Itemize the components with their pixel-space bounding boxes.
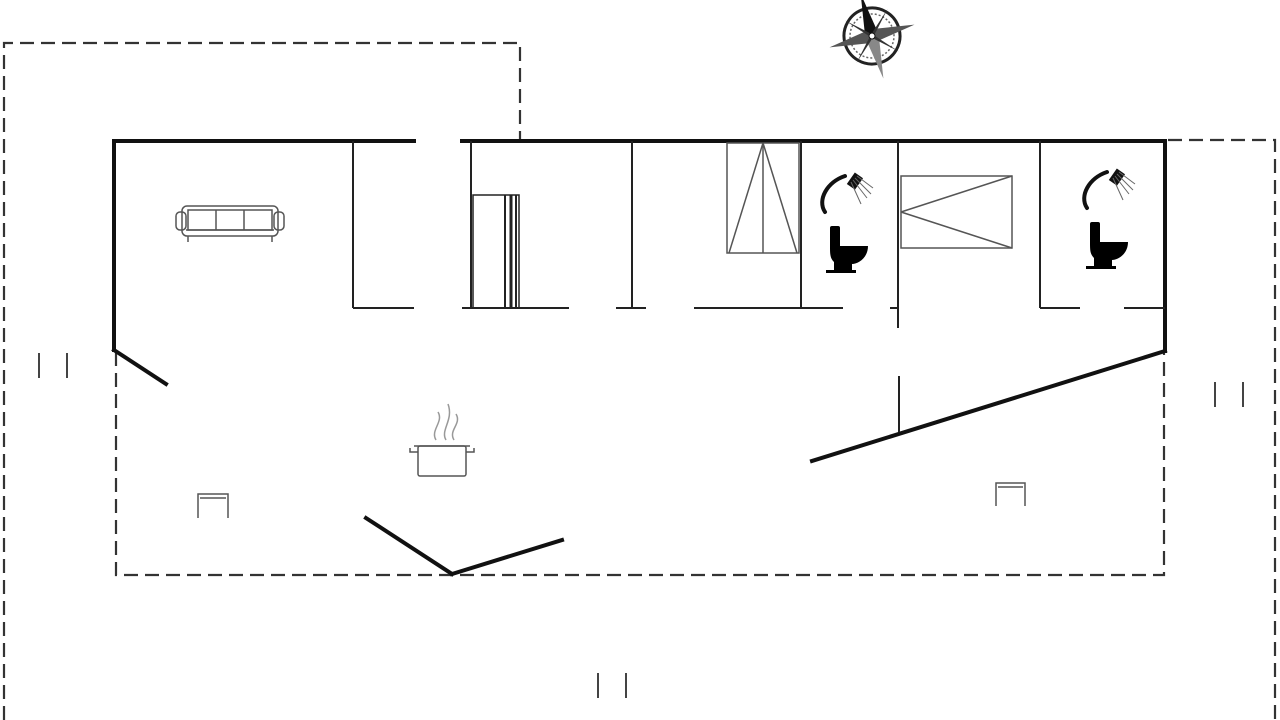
toilet-icon — [1086, 222, 1128, 269]
bunk-bed-icon — [726, 142, 800, 254]
south-angled-wall-left — [363, 515, 455, 577]
cooking-pot-icon — [409, 403, 475, 477]
south-angled-wall-right — [449, 537, 565, 577]
toilet-icon — [826, 226, 868, 273]
north-wall-left — [112, 139, 416, 352]
terrace-marker-icon — [1214, 382, 1244, 407]
terrace-marker-icon — [597, 673, 627, 698]
shower-icon — [1082, 168, 1136, 210]
chair-icon — [995, 482, 1026, 506]
exterior-walls — [111, 139, 1168, 577]
east-angled-wall — [809, 348, 1168, 464]
terrace-outline — [2, 41, 1277, 720]
sofa-icon — [175, 205, 285, 242]
compass-rose-icon — [829, 0, 915, 79]
terrace-outline-left — [2, 41, 522, 720]
chair-icon — [197, 493, 229, 518]
wardrobe-icon — [472, 194, 520, 309]
west-angled-wall — [111, 347, 169, 387]
shower-icon — [820, 172, 874, 214]
interior-walls — [352, 141, 1165, 432]
bed-icon — [900, 175, 1013, 249]
terrace-marker-icon — [38, 353, 68, 378]
north-wall-right — [460, 139, 1167, 353]
terrace-outline-right — [1168, 138, 1277, 720]
house-outline-bottom — [114, 352, 1166, 577]
